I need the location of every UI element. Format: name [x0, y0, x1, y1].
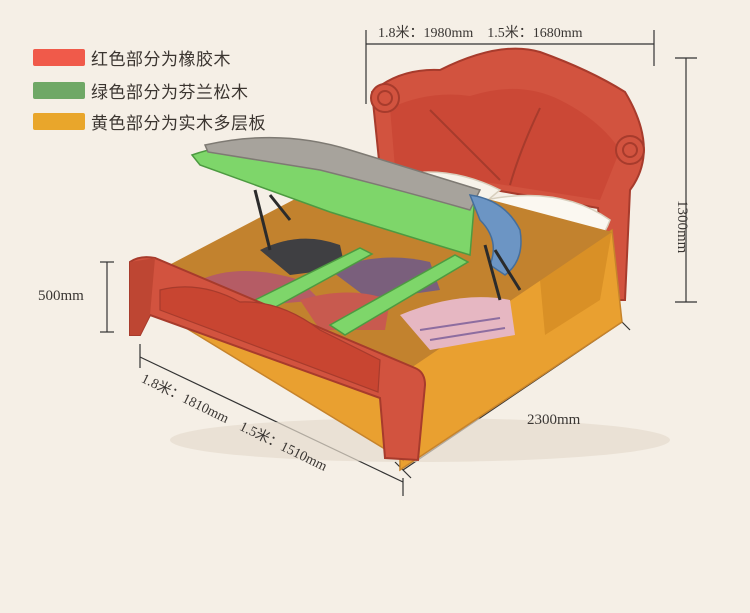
legend-label-yellow: 黄色部分为实木多层板	[91, 113, 266, 134]
legend-swatch-red	[33, 48, 85, 66]
mattress	[203, 136, 482, 211]
legend-label-green: 绿色部分为芬兰松木	[91, 82, 249, 103]
legend-item-red: 红色部分为橡胶木	[33, 46, 231, 70]
gas-struts	[253, 189, 522, 301]
top-width-label: 1.8米：1980mm 1.5米：1680mm	[378, 26, 583, 41]
legend-label-red: 红色部分为橡胶木	[91, 49, 231, 70]
bed-height-label: 500mm	[38, 288, 84, 304]
legend-swatch-yellow	[33, 112, 85, 130]
length-label: 2300mm	[527, 412, 581, 428]
legend-item-yellow: 黄色部分为实木多层板	[33, 110, 266, 134]
green-divider-2	[328, 254, 470, 336]
legend-item-green: 绿色部分为芬兰松木	[33, 79, 249, 103]
blanket	[468, 194, 522, 276]
legend-swatch-green	[33, 81, 85, 99]
headboard-height-label: 1300mm	[674, 200, 690, 254]
dimension-lines	[100, 30, 697, 496]
